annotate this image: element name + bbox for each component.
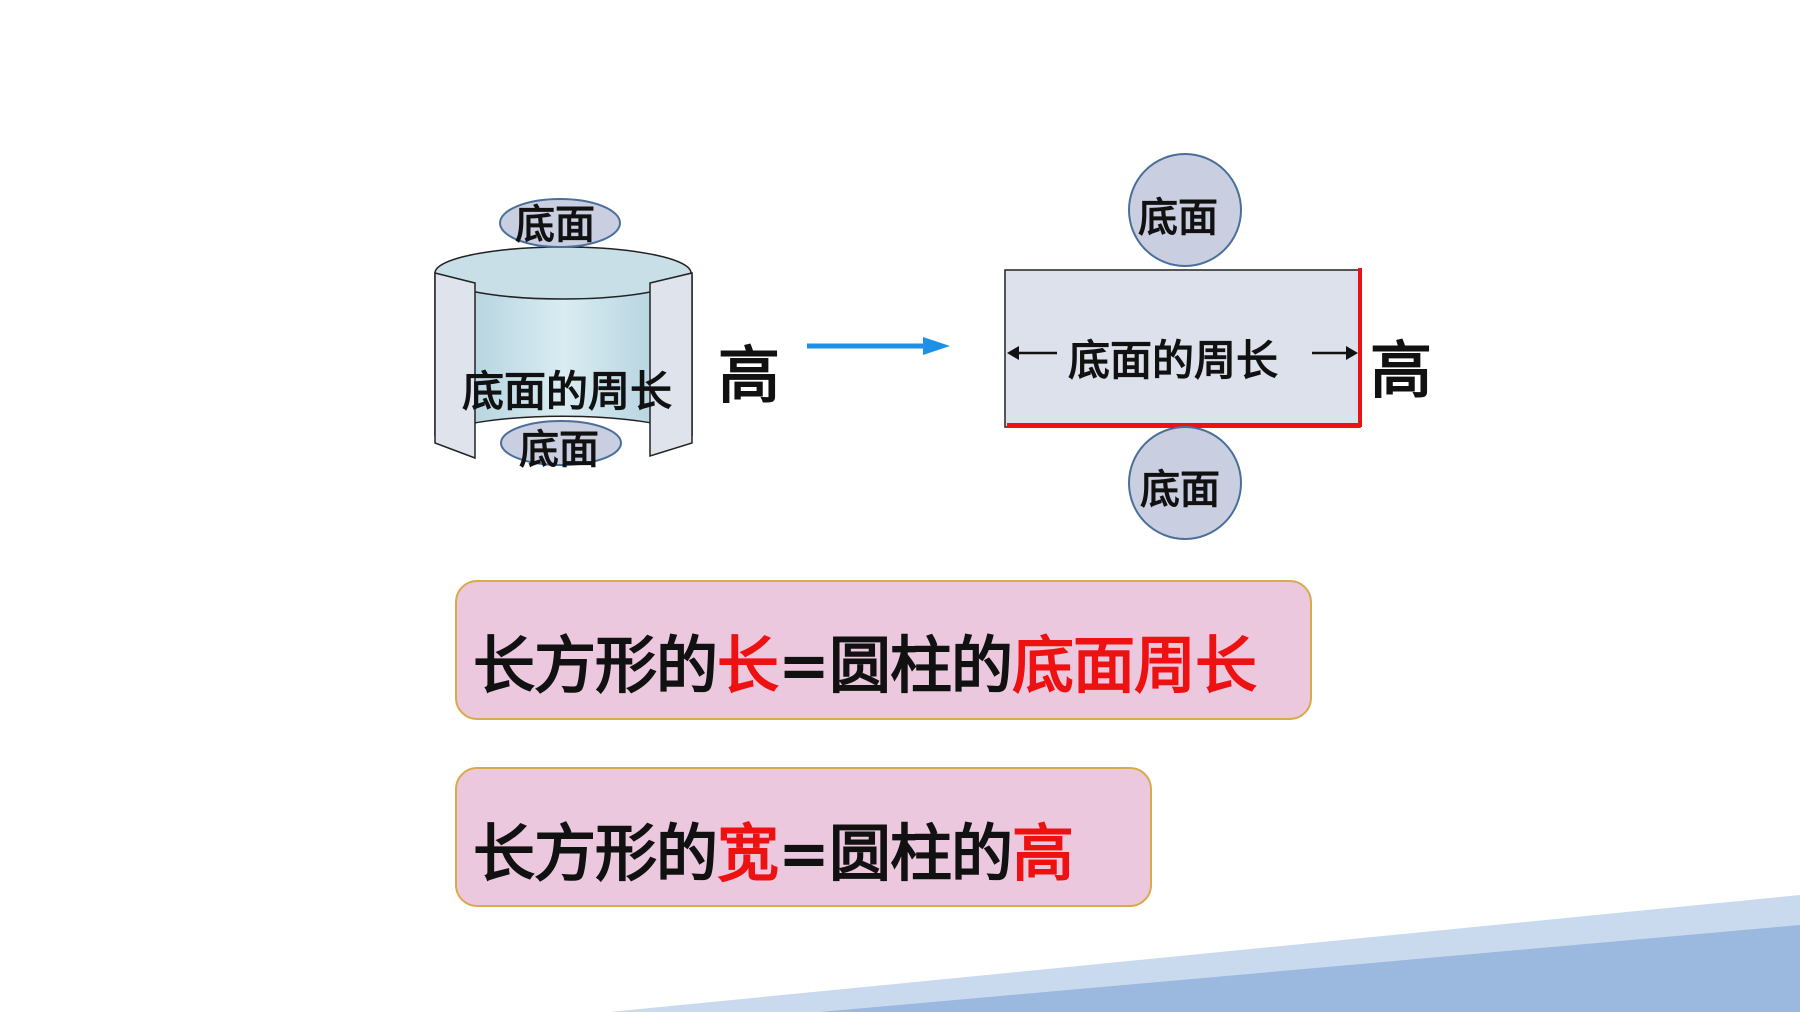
formula-width-prefix: 长方形的 <box>473 817 718 890</box>
net-diagram <box>1004 153 1362 540</box>
formula-box-length <box>455 580 1312 720</box>
cylinder-side-label: 底面的周长 <box>462 367 673 416</box>
formula-length-middle: =圆柱的 <box>778 629 1013 702</box>
net-rect-label: 底面的周长 <box>1068 336 1279 385</box>
formula-width-highlight2: 高 <box>1011 817 1074 890</box>
cylinder-top-label: 底面 <box>515 202 595 248</box>
cylinder-height-label: 高 <box>718 339 781 412</box>
formula-width: 长方形的宽=圆柱的高 <box>473 803 1074 893</box>
formula-length-highlight2: 底面周长 <box>1011 629 1257 702</box>
net-bottom-circle-label: 底面 <box>1140 467 1220 513</box>
net-height-label: 高 <box>1370 334 1433 407</box>
net-top-circle-label: 底面 <box>1138 195 1218 241</box>
formula-length: 长方形的长=圆柱的底面周长 <box>473 615 1257 705</box>
transform-arrow <box>807 337 950 355</box>
cylinder-bottom-label: 底面 <box>519 427 599 473</box>
formula-width-middle: =圆柱的 <box>778 817 1013 890</box>
formula-length-prefix: 长方形的 <box>473 629 718 702</box>
formula-box-width <box>455 767 1152 907</box>
cylinder-diagram <box>434 198 693 466</box>
formula-length-highlight1: 长 <box>717 629 779 702</box>
formula-width-highlight1: 宽 <box>717 817 779 890</box>
